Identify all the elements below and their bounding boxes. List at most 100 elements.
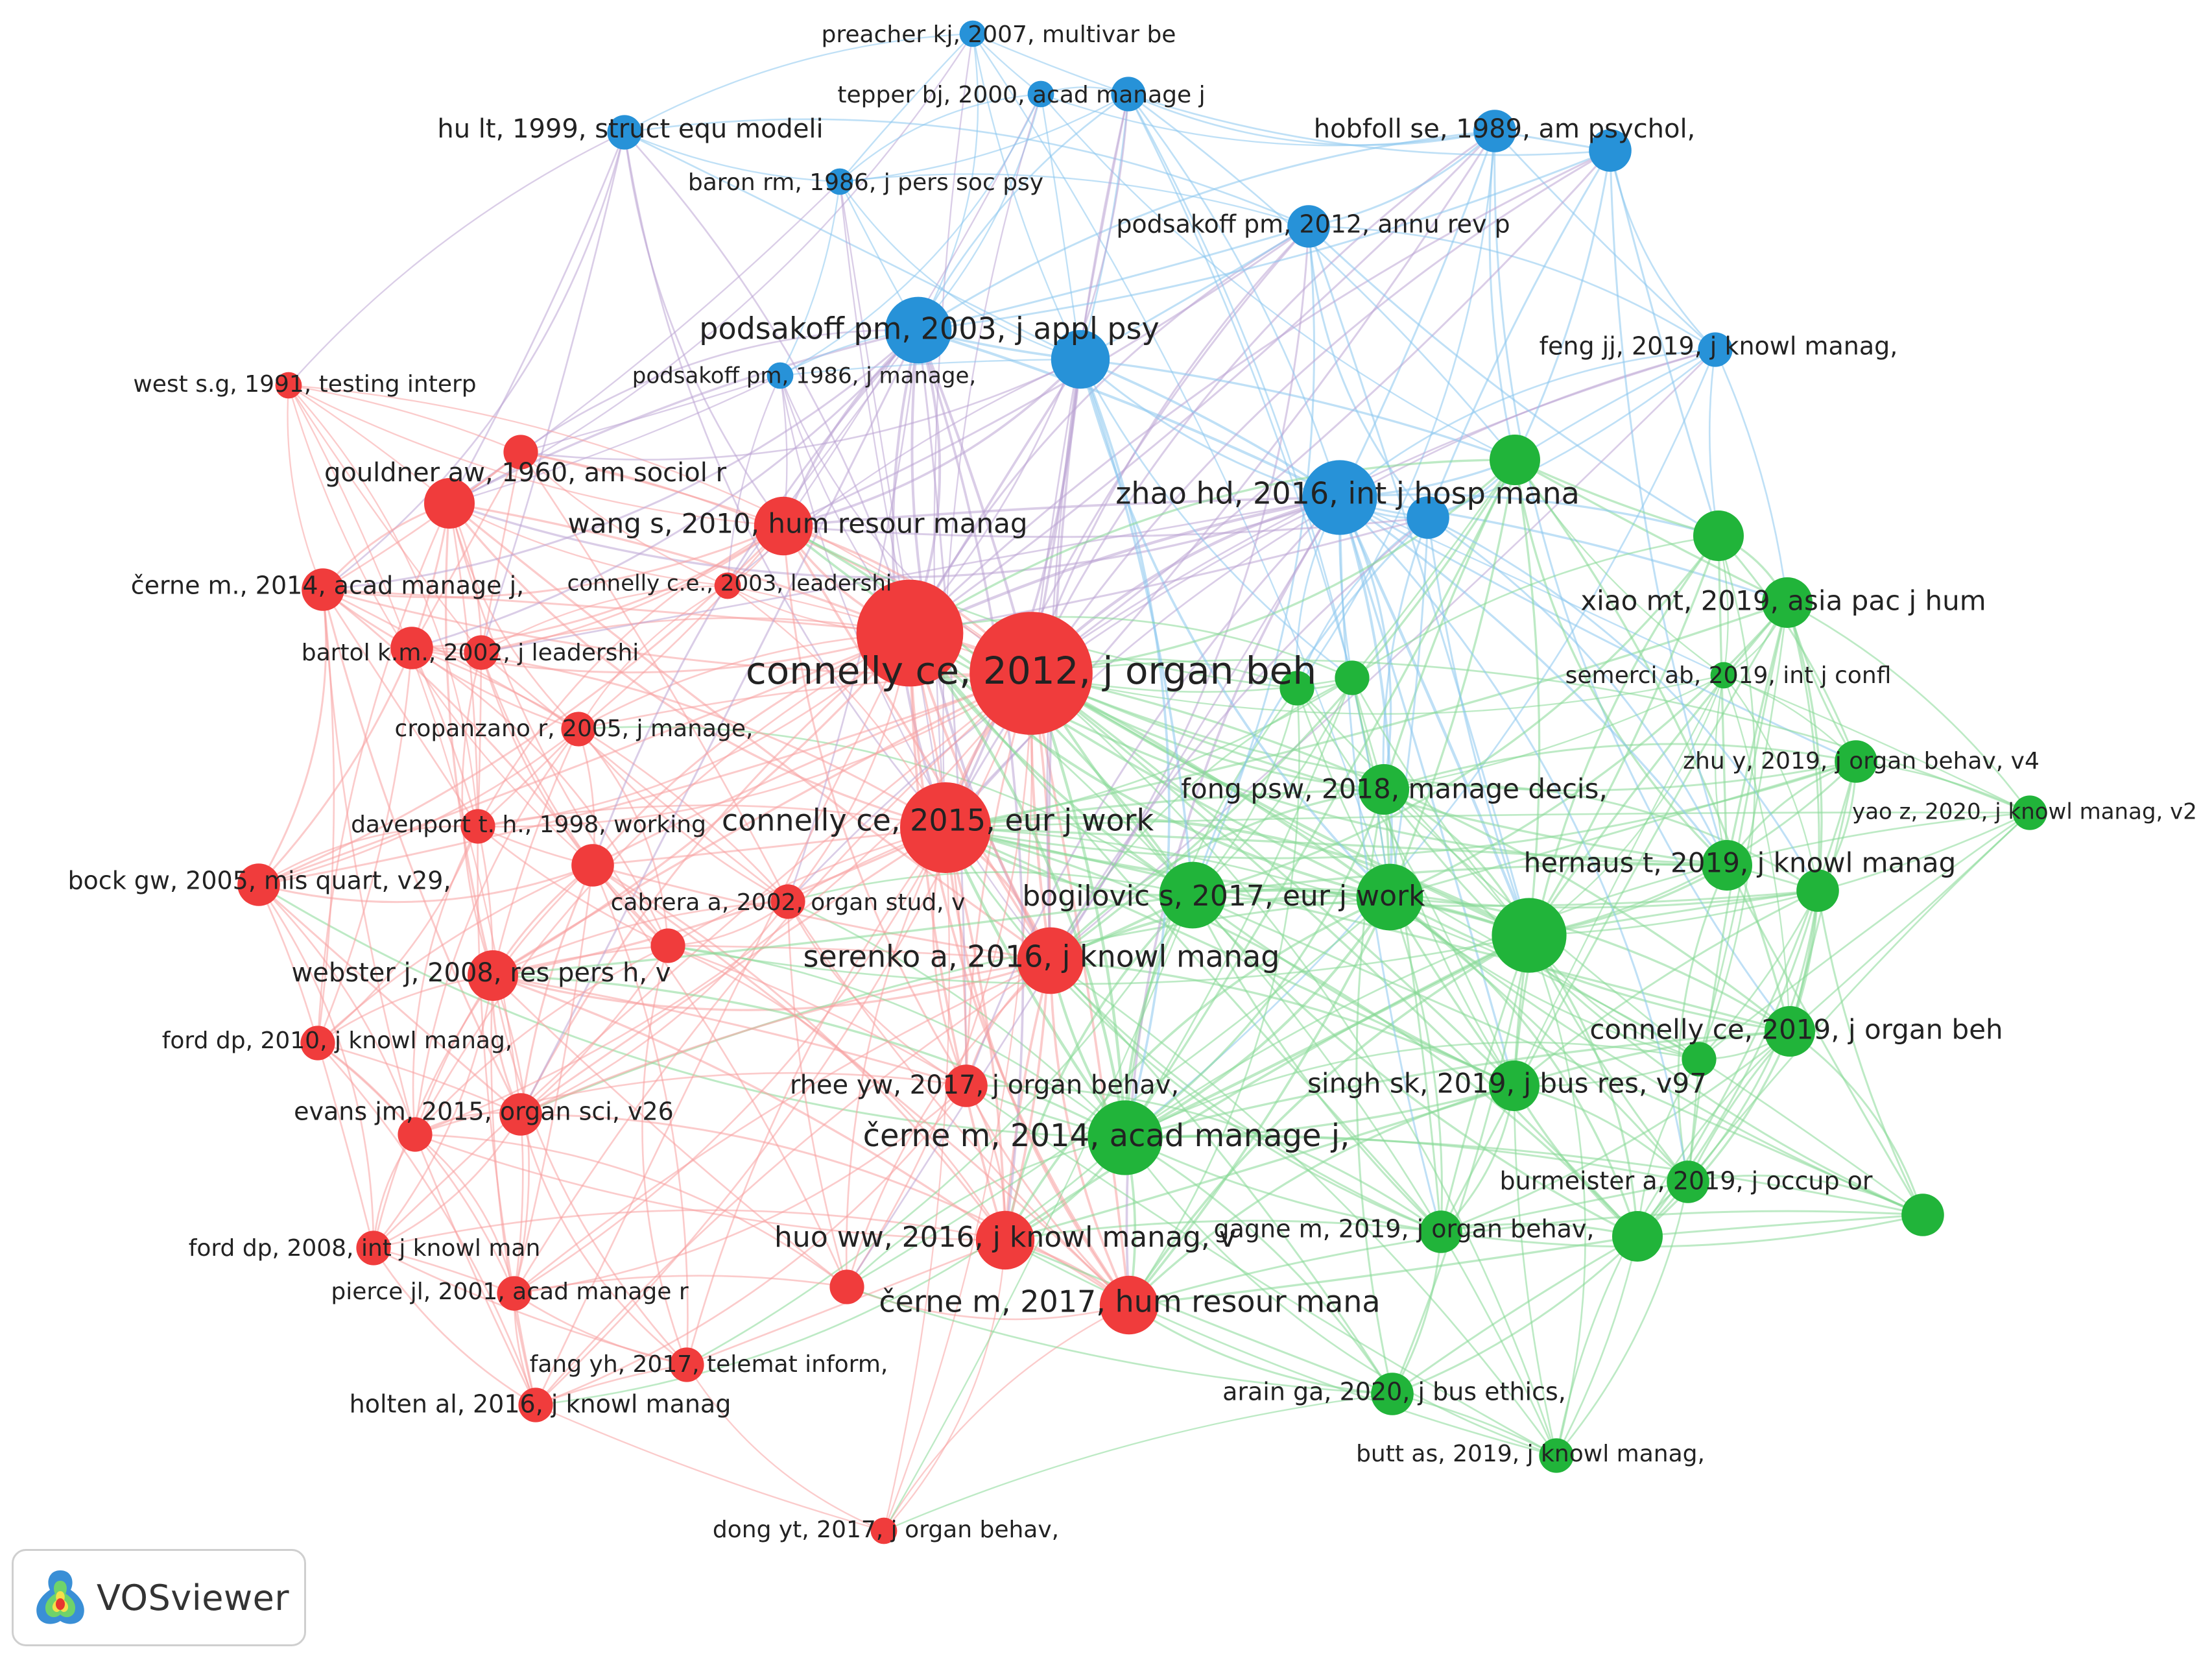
node-red-n23[interactable] <box>468 950 518 1001</box>
node-green-n69[interactable] <box>1279 671 1314 706</box>
node-blue-n7[interactable] <box>885 296 952 364</box>
link-439 <box>1005 1239 1393 1395</box>
node-red-n31[interactable] <box>497 1276 532 1311</box>
link-336 <box>883 1240 1006 1531</box>
node-green-n39[interactable] <box>2012 795 2047 830</box>
link-291 <box>373 1247 687 1366</box>
node-red-n35[interactable] <box>870 1517 898 1544</box>
node-red-n22[interactable] <box>770 884 805 919</box>
link-31 <box>918 130 1495 331</box>
link-232 <box>1004 960 1052 1241</box>
node-red-n11[interactable] <box>275 372 302 399</box>
node-blue-n52[interactable] <box>1407 496 1449 539</box>
node-red-n26[interactable] <box>945 1064 988 1107</box>
link-406 <box>1004 896 1390 1241</box>
node-red-n25[interactable] <box>300 1026 335 1061</box>
node-green-n45[interactable] <box>1667 1160 1709 1203</box>
node-green-n60[interactable] <box>1490 435 1540 485</box>
node-red-n53[interactable] <box>856 579 964 687</box>
node-red-n16[interactable] <box>464 635 499 670</box>
node-label-n6: podsakoff pm, 2012, annu rev p <box>1116 210 1510 239</box>
node-blue-n8[interactable] <box>1698 332 1733 367</box>
node-blue-n51[interactable] <box>1051 330 1110 389</box>
node-red-n58[interactable] <box>398 1117 433 1152</box>
node-red-n27[interactable] <box>499 1093 542 1136</box>
node-blue-n2[interactable] <box>1027 80 1054 108</box>
node-red-n56[interactable] <box>571 844 614 887</box>
node-green-n66[interactable] <box>1682 1042 1717 1077</box>
link-394 <box>1717 535 1728 866</box>
node-red-n20[interactable] <box>900 782 991 873</box>
node-blue-n4[interactable] <box>1473 110 1516 152</box>
node-green-n43[interactable] <box>1765 1006 1815 1057</box>
link-464 <box>1514 150 1611 461</box>
link-433 <box>1124 1136 1442 1233</box>
node-blue-n10[interactable] <box>1302 460 1377 535</box>
node-red-n17[interactable] <box>969 612 1093 735</box>
node-blue-n49[interactable] <box>1111 77 1146 112</box>
node-green-n44[interactable] <box>1489 1061 1540 1111</box>
node-red-n59[interactable] <box>829 1269 864 1304</box>
link-78 <box>520 374 781 453</box>
link-371 <box>1789 812 2030 1032</box>
node-green-n38[interactable] <box>1835 740 1877 783</box>
link-329 <box>535 1137 1126 1406</box>
node-green-n41[interactable] <box>1702 840 1752 891</box>
node-green-n67[interactable] <box>1612 1211 1663 1262</box>
link-108 <box>448 502 1051 962</box>
node-red-n57[interactable] <box>650 928 685 963</box>
node-green-n40[interactable] <box>1359 764 1409 815</box>
node-label-n36: xiao mt, 2019, asia pac j hum <box>1580 585 1986 617</box>
link-286 <box>917 330 1025 1241</box>
node-label-n25: ford dp, 2010, j knowl manag, <box>162 1027 513 1054</box>
node-red-n29[interactable] <box>975 1210 1035 1270</box>
node-label-n43: connelly ce, 2019, j organ beh <box>1589 1014 2003 1046</box>
node-green-n62[interactable] <box>1335 660 1370 695</box>
link-422 <box>1513 1085 1558 1456</box>
node-green-n37[interactable] <box>1710 662 1737 689</box>
node-green-n46[interactable] <box>1420 1210 1462 1253</box>
link-373 <box>945 811 2030 829</box>
link-402 <box>1079 359 1391 898</box>
node-red-n32[interactable] <box>1099 1275 1159 1335</box>
node-green-n63[interactable] <box>1492 898 1567 973</box>
link-22 <box>480 132 626 653</box>
node-blue-n5[interactable] <box>826 168 853 195</box>
node-red-n12[interactable] <box>424 478 475 529</box>
node-label-n10: zhao hd, 2016, int j hosp mana <box>1115 476 1580 511</box>
node-red-n18[interactable] <box>561 712 596 747</box>
node-blue-n9[interactable] <box>767 362 794 389</box>
node-red-n55[interactable] <box>390 627 433 669</box>
node-green-n61[interactable] <box>1693 510 1744 561</box>
link-511 <box>592 864 1006 1241</box>
vosviewer-logo-icon <box>36 1570 84 1624</box>
node-blue-n1[interactable] <box>959 20 986 47</box>
node-green-n64[interactable] <box>1159 861 1226 929</box>
node-red-n54[interactable] <box>503 435 538 470</box>
node-red-n13[interactable] <box>754 496 813 556</box>
node-blue-n6[interactable] <box>1287 205 1330 248</box>
link-585 <box>945 826 1700 1061</box>
node-green-n68[interactable] <box>1901 1194 1944 1236</box>
node-red-n21[interactable] <box>237 863 280 906</box>
node-green-n42[interactable] <box>1356 863 1423 931</box>
link-426 <box>1440 1181 1689 1233</box>
node-blue-n3[interactable] <box>607 115 642 150</box>
node-green-n36[interactable] <box>1762 577 1813 628</box>
node-red-n19[interactable] <box>460 809 495 844</box>
node-blue-n50[interactable] <box>1589 129 1632 172</box>
link-526 <box>322 589 416 1135</box>
node-red-n24[interactable] <box>1017 927 1084 994</box>
node-red-n30[interactable] <box>356 1230 391 1266</box>
node-red-n33[interactable] <box>669 1347 704 1382</box>
node-green-n28[interactable] <box>1088 1100 1163 1175</box>
node-red-n34[interactable] <box>518 1387 553 1422</box>
link-133 <box>322 589 522 1115</box>
node-red-n14[interactable] <box>302 568 344 611</box>
node-green-n48[interactable] <box>1539 1438 1574 1473</box>
node-green-n65[interactable] <box>1796 869 1839 912</box>
node-green-n47[interactable] <box>1371 1373 1414 1415</box>
link-129 <box>322 588 910 634</box>
node-red-n15[interactable] <box>714 572 741 599</box>
link-139 <box>481 584 728 653</box>
